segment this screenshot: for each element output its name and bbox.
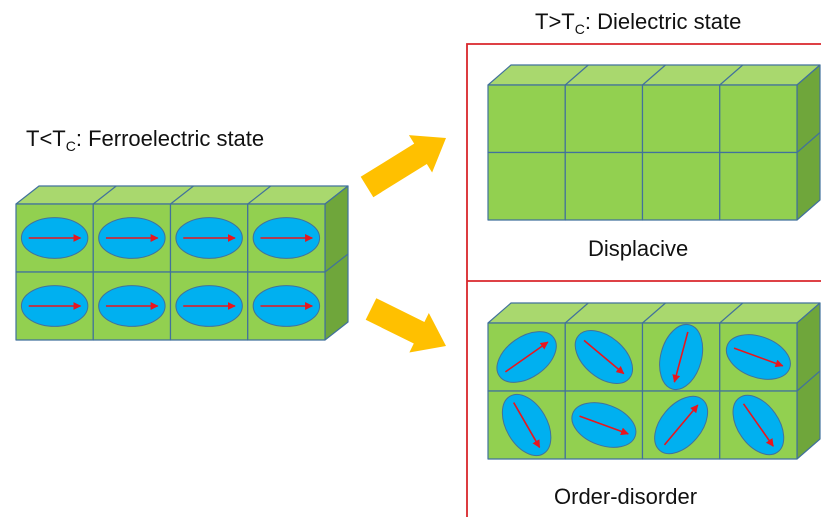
cube-top-edge [642, 302, 666, 324]
cube-top-edge [92, 185, 117, 205]
unit-cell [564, 151, 644, 221]
dipole-icon [725, 334, 791, 380]
displacive-label: Displacive [588, 236, 689, 261]
cube-top-edge [564, 64, 589, 86]
panel-borders [466, 43, 821, 517]
cube-top-edge [719, 64, 744, 86]
dipole-icon [574, 330, 634, 384]
dipole-icon [659, 323, 704, 391]
dipole-icon [20, 285, 89, 327]
transition-arrow-up [360, 135, 446, 198]
displacive-block [487, 64, 821, 221]
unit-cell [719, 84, 798, 154]
dipole-icon [252, 285, 321, 327]
unit-cell [487, 151, 566, 221]
ferroelectric-state-label: T<TC: Ferroelectric state [26, 126, 265, 154]
cube-side-edge [796, 370, 821, 392]
dielectric-state-label: T>TC: Dielectric state [535, 9, 742, 37]
ferroelectric-block [15, 185, 349, 341]
dipole-icon [571, 402, 637, 448]
dipole-icon [175, 285, 243, 327]
transition-arrows [360, 135, 446, 353]
dipole-icon [175, 217, 243, 259]
dipole-arrow [672, 331, 689, 383]
transition-arrow-shape [360, 135, 446, 198]
dipole-arrow [504, 341, 549, 373]
unit-cell [641, 151, 721, 221]
cube-top-edge [564, 302, 589, 324]
dipole-arrow [512, 402, 541, 449]
dipole-arrow [733, 347, 784, 368]
unit-cell [564, 84, 644, 154]
dipole-icon [732, 394, 785, 456]
transition-arrow-down [365, 298, 446, 353]
unit-cell [719, 151, 798, 221]
dipole-icon [496, 331, 557, 383]
cube-top-edge [719, 302, 744, 324]
dipole-arrow [583, 339, 625, 375]
dipole-icon [98, 285, 166, 327]
dipole-icon [501, 393, 552, 457]
transition-arrow-shape [365, 298, 446, 353]
dipole-icon [654, 395, 709, 455]
dipole-icon [98, 217, 166, 259]
cube-side-edge [796, 132, 821, 153]
cube-top-edge [247, 185, 272, 205]
unit-cell [641, 84, 721, 154]
dipole-arrow [742, 403, 774, 447]
unit-cell [487, 84, 566, 154]
dipole-icon [252, 217, 321, 259]
dipole-icon [20, 217, 89, 259]
dipole-arrow [579, 415, 629, 436]
panel-border-outline [466, 43, 821, 517]
order-disorder-label: Order-disorder [554, 484, 698, 509]
cube-side-edge [324, 253, 349, 273]
order-disorder-block [487, 302, 821, 460]
cube-top-edge [642, 64, 666, 86]
dipole-arrow [663, 404, 699, 446]
cube-top-edge [170, 185, 194, 205]
